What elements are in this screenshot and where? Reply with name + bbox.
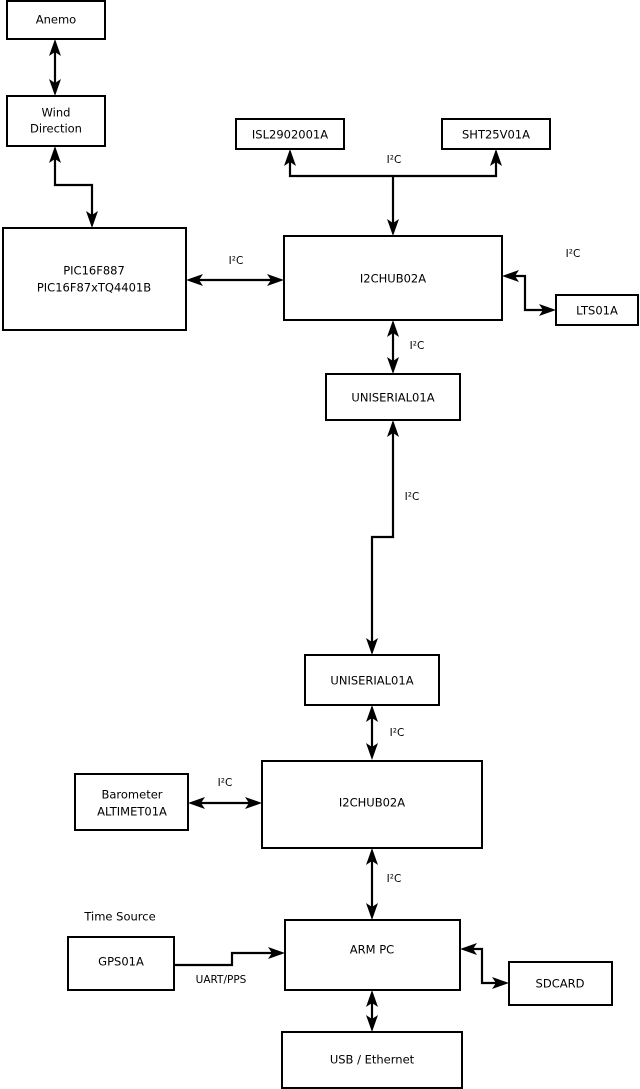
node-gps01a-label: GPS01A <box>98 955 144 969</box>
edge-label-i2c-pic-hub: I²C <box>229 255 244 267</box>
node-lts01a-label: LTS01A <box>576 304 618 318</box>
edge-hubtop-sensors <box>284 149 502 236</box>
arrowhead-down <box>366 903 378 920</box>
edge-label-i2c-hub-uniserial: I²C <box>410 340 425 352</box>
node-uniserial01a-top[interactable]: UNISERIAL01A <box>325 373 461 421</box>
node-lts01a-box[interactable] <box>555 294 639 326</box>
arrowhead-down <box>366 743 378 760</box>
node-sht25v01a[interactable]: SHT25V01A <box>441 118 551 150</box>
node-usb-ethernet-label: USB / Ethernet <box>330 1053 415 1067</box>
node-sdcard[interactable]: SDCARD <box>508 961 613 1006</box>
node-gps01a[interactable]: GPS01A <box>67 936 175 991</box>
edge-hubbot-armpc <box>366 848 378 920</box>
node-sdcard-label: SDCARD <box>536 977 585 991</box>
arrowhead-right <box>267 274 284 286</box>
node-wind-direction-box[interactable] <box>6 95 106 147</box>
node-barometer-altimet01a[interactable]: Barometer ALTIMET01A <box>74 773 189 831</box>
node-wind-direction-label-line2: Direction <box>30 122 82 136</box>
edge-uniserial-link <box>366 420 399 655</box>
edge-hubtop-lts <box>502 270 556 316</box>
arrowhead-up <box>366 848 378 865</box>
arrowhead-up <box>366 705 378 722</box>
arrowhead-down <box>387 357 399 374</box>
arrowhead-down <box>86 211 98 228</box>
node-i2chub02a-top[interactable]: I2CHUB02A <box>283 235 503 321</box>
node-anemo-box[interactable] <box>6 0 106 40</box>
edge-armpc-sdcard <box>460 943 509 989</box>
arrowhead-down <box>366 638 378 655</box>
edge-label-i2c-uniserial-link: I²C <box>405 491 420 503</box>
node-gps01a-box[interactable] <box>67 936 175 991</box>
edge-pic-hubtop <box>186 274 284 286</box>
node-isl2902001a-box[interactable] <box>235 118 345 150</box>
node-pic16f887-label-line2: PIC16F87xTQ4401B <box>37 281 151 295</box>
edge-label-i2c-bus-top: I²C <box>387 154 402 166</box>
arrowhead-down <box>387 219 399 236</box>
arrowhead-down <box>366 1015 378 1032</box>
node-wind-direction-label-line1: Wind <box>42 106 71 120</box>
free-label-time-source: Time Source <box>83 910 155 924</box>
node-uniserial01a-bottom-label: UNISERIAL01A <box>330 674 413 688</box>
edge-hubtop-uniserialtop <box>387 320 399 374</box>
arrowhead-up <box>284 149 296 166</box>
node-arm-pc-box[interactable] <box>284 919 461 991</box>
edge-label-i2c-hub2-arm: I²C <box>387 873 402 885</box>
node-i2chub02a-top-label: I2CHUB02A <box>360 272 426 286</box>
arrowhead-right <box>268 947 285 959</box>
node-anemo[interactable]: Anemo <box>6 0 106 40</box>
arrowhead-up <box>387 420 399 437</box>
node-usb-ethernet-box[interactable] <box>281 1031 463 1089</box>
node-barometer-label-line2: ALTIMET01A <box>97 805 167 819</box>
edge-label-i2c-hub-lts: I²C <box>566 248 581 260</box>
node-sht25v01a-label: SHT25V01A <box>462 128 530 142</box>
arrowhead-right <box>245 797 262 809</box>
node-uniserial01a-bottom-box[interactable] <box>304 654 440 706</box>
edge-armpc-usbeth <box>366 990 378 1032</box>
node-arm-pc[interactable]: ARM PC <box>284 919 461 991</box>
node-i2chub02a-bottom-box[interactable] <box>261 760 483 849</box>
node-uniserial01a-top-label: UNISERIAL01A <box>351 391 434 405</box>
edge-label-i2c-uniserial-hub2: I²C <box>390 727 405 739</box>
arrowhead-up <box>490 149 502 166</box>
node-wind-direction[interactable]: Wind Direction <box>6 95 106 147</box>
arrowhead-up <box>366 990 378 1007</box>
node-barometer-altimet01a-box[interactable] <box>74 773 189 831</box>
edge-label-uart-pps: UART/PPS <box>196 974 247 986</box>
node-i2chub02a-top-box[interactable] <box>283 235 503 321</box>
arrowhead-up <box>49 39 61 56</box>
arrowhead-left <box>502 270 519 282</box>
edge-barometer-hubbot <box>188 797 262 809</box>
edge-label-i2c-baro-hub2: I²C <box>218 777 233 789</box>
node-uniserial01a-bottom[interactable]: UNISERIAL01A <box>304 654 440 706</box>
node-usb-ethernet[interactable]: USB / Ethernet <box>281 1031 463 1089</box>
edge-anemo-wind <box>49 39 61 96</box>
arrowhead-right <box>492 977 509 989</box>
arrowhead-down <box>49 79 61 96</box>
node-sht25v01a-box[interactable] <box>441 118 551 150</box>
node-i2chub02a-bottom[interactable]: I2CHUB02A <box>261 760 483 849</box>
node-isl2902001a[interactable]: ISL2902001A <box>235 118 345 150</box>
arrowhead-left <box>186 274 203 286</box>
node-anemo-label: Anemo <box>36 13 76 27</box>
arrowhead-up <box>387 320 399 337</box>
arrowhead-up <box>49 146 61 163</box>
node-arm-pc-label: ARM PC <box>350 943 394 957</box>
node-sdcard-box[interactable] <box>508 961 613 1006</box>
node-barometer-label-line1: Barometer <box>101 788 162 802</box>
arrowhead-right <box>539 304 556 316</box>
edge-uniserialbot-hubbot <box>366 705 378 760</box>
node-lts01a[interactable]: LTS01A <box>555 294 639 326</box>
arrowhead-left <box>188 797 205 809</box>
node-i2chub02a-bottom-label: I2CHUB02A <box>339 796 405 810</box>
node-pic16f887[interactable]: PIC16F887 PIC16F87xTQ4401B <box>2 227 187 331</box>
arrowhead-left <box>460 943 477 955</box>
edge-gps-armpc <box>174 947 285 967</box>
node-isl2902001a-label: ISL2902001A <box>252 128 328 142</box>
edge-wind-pic <box>49 146 98 228</box>
node-pic16f887-label-line1: PIC16F887 <box>63 264 125 278</box>
node-uniserial01a-top-box[interactable] <box>325 373 461 421</box>
node-pic16f887-box[interactable] <box>2 227 187 331</box>
